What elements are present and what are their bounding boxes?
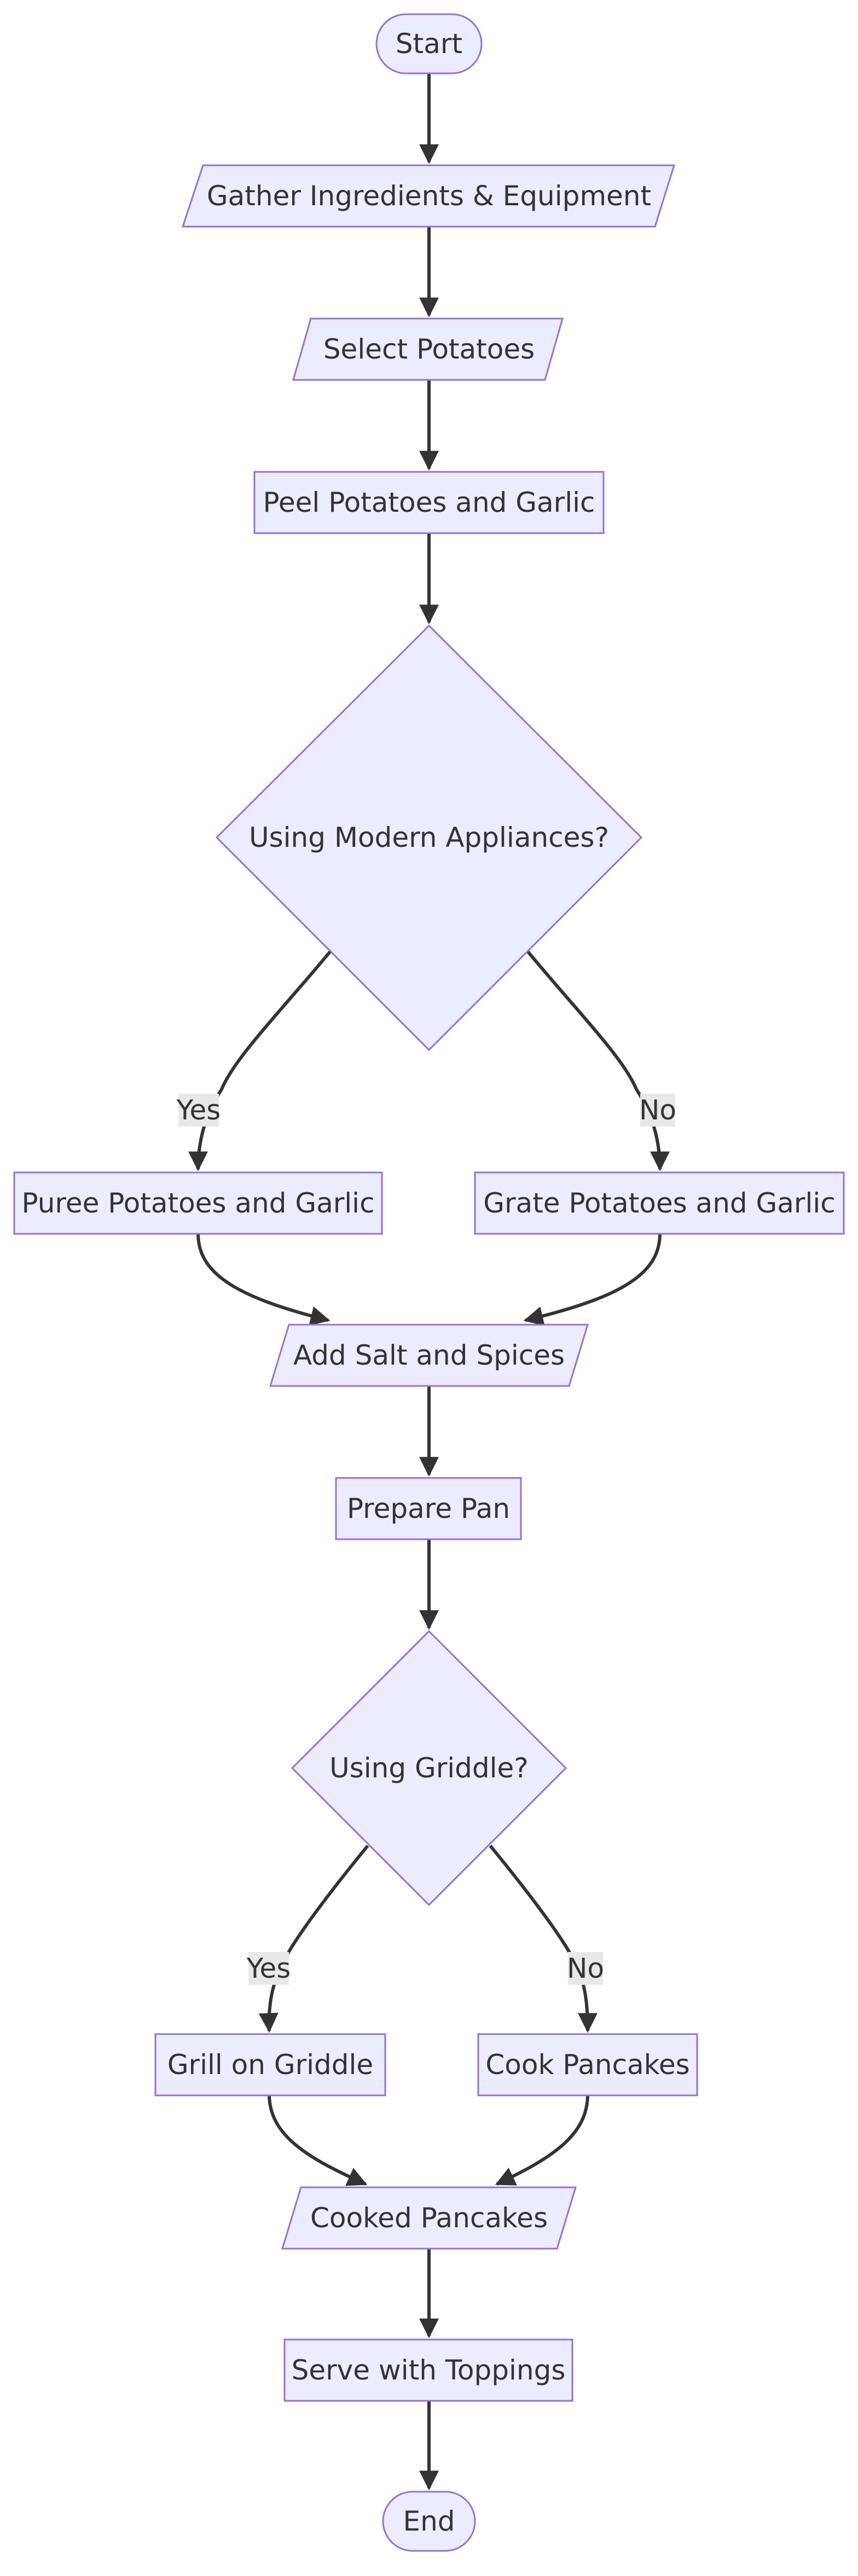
node-end-label: End — [403, 2505, 455, 2537]
edge-labels: Yes No Yes No — [176, 1094, 676, 1985]
node-salt-label: Add Salt and Spices — [293, 1339, 565, 1371]
node-salt: Add Salt and Spices — [269, 1324, 589, 1387]
node-cooked-label: Cooked Pancakes — [310, 2202, 548, 2234]
node-peel-label: Peel Potatoes and Garlic — [263, 487, 595, 518]
node-cook: Cook Pancakes — [477, 2033, 698, 2096]
edges — [188, 73, 670, 2491]
node-grate: Grate Potatoes and Garlic — [474, 1171, 845, 1235]
edge-label-griddle-yes: Yes — [246, 1952, 291, 1985]
edge-modern-to-puree — [188, 948, 334, 1171]
node-cooked: Cooked Pancakes — [281, 2186, 577, 2250]
node-start-label: Start — [396, 28, 462, 60]
node-puree: Puree Potatoes and Garlic — [13, 1171, 383, 1235]
node-peel: Peel Potatoes and Garlic — [253, 471, 605, 534]
edge-griddle-to-cook — [489, 1845, 598, 2033]
edge-grate-to-salt — [523, 1233, 662, 1326]
edge-label-modern-yes-text: Yes — [176, 1094, 221, 1126]
node-griddle: Using Griddle? — [291, 1630, 567, 1907]
edge-grill-to-cooked — [268, 2094, 368, 2186]
edge-griddle-to-grill — [258, 1845, 369, 2033]
node-serve: Serve with Toppings — [283, 2338, 573, 2402]
node-select: Select Potatoes — [292, 317, 564, 381]
node-modern: Using Modern Appliances? — [215, 624, 643, 1052]
edge-modern-to-grate — [524, 948, 670, 1171]
node-gather-label: Gather Ingredients & Equipment — [207, 180, 651, 212]
node-gather: Gather Ingredients & Equipment — [181, 164, 676, 228]
node-pan-label: Prepare Pan — [347, 1493, 510, 1524]
nodes: Start Gather Ingredients & Equipment Sel… — [13, 13, 845, 2552]
node-grate-label: Grate Potatoes and Garlic — [483, 1187, 835, 1219]
node-start: Start — [375, 13, 483, 74]
edge-label-griddle-no-text: No — [567, 1953, 604, 1984]
node-modern-label: Using Modern Appliances? — [249, 822, 609, 853]
node-grill-label: Grill on Griddle — [167, 2049, 373, 2081]
node-griddle-label: Using Griddle? — [329, 1752, 529, 1784]
edge-label-modern-no: No — [639, 1094, 676, 1127]
edge-puree-to-salt — [196, 1233, 331, 1326]
node-pan: Prepare Pan — [335, 1477, 522, 1540]
node-serve-label: Serve with Toppings — [292, 2354, 566, 2386]
node-end: End — [382, 2491, 476, 2552]
edge-label-modern-no-text: No — [639, 1094, 676, 1126]
edge-label-griddle-no: No — [567, 1952, 604, 1985]
edge-cook-to-cooked — [495, 2094, 589, 2186]
node-cook-label: Cook Pancakes — [485, 2049, 689, 2081]
node-select-label: Select Potatoes — [323, 333, 535, 365]
node-puree-label: Puree Potatoes and Garlic — [21, 1187, 374, 1219]
edge-label-griddle-yes-text: Yes — [246, 1953, 291, 1984]
node-grill: Grill on Griddle — [154, 2033, 386, 2096]
edge-label-modern-yes: Yes — [176, 1094, 221, 1127]
